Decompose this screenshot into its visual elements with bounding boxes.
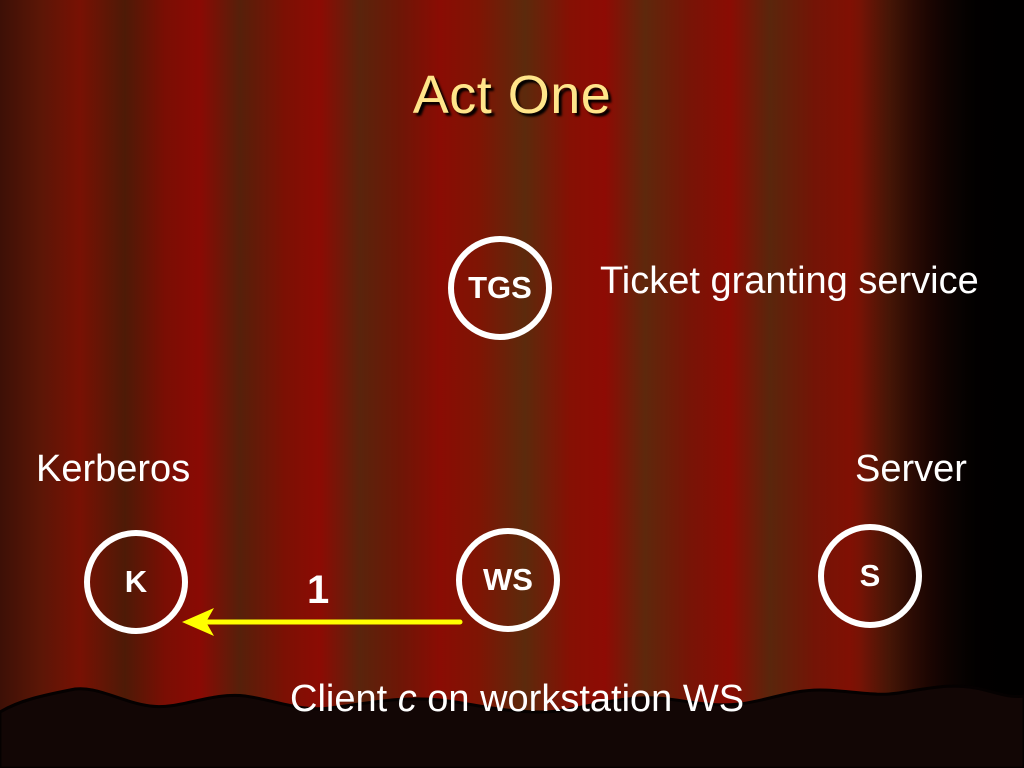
server-node-label: S [859, 558, 881, 593]
kerberos-node-label: K [124, 564, 148, 599]
server-node: S [818, 524, 922, 628]
message-number: 1 [307, 568, 330, 612]
tgs-node-label: TGS [468, 270, 532, 305]
workstation-node-label: WS [483, 562, 533, 597]
slide-title: Act One [412, 65, 612, 125]
kerberos-caption: Kerberos [36, 448, 191, 490]
tgs-node: TGS [448, 236, 552, 340]
client-variable: c [397, 678, 417, 720]
client-caption: Client c on workstation WS [290, 678, 744, 721]
kerberos-node: K [84, 530, 188, 634]
client-caption-prefix: Client [290, 678, 398, 720]
server-caption: Server [855, 448, 967, 490]
client-caption-suffix: on workstation WS [416, 678, 745, 720]
tgs-caption: Ticket granting service [600, 260, 979, 302]
workstation-node: WS [456, 528, 560, 632]
